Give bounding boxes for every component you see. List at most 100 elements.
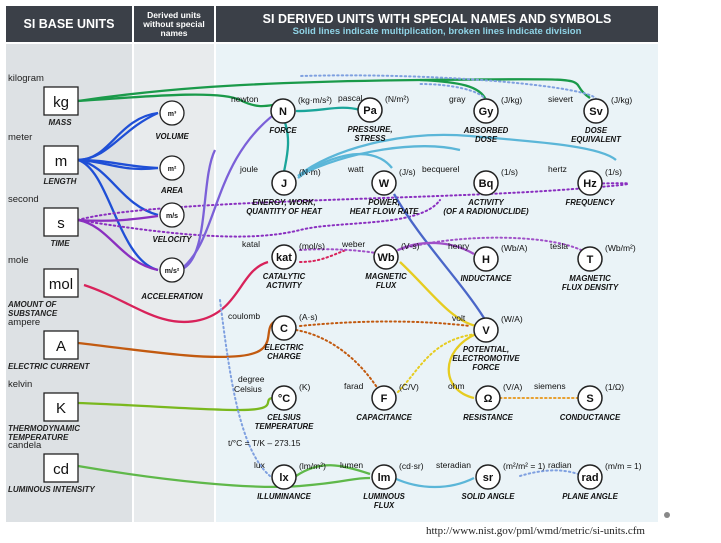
special-unit-quantity: FREQUENCY xyxy=(566,198,616,207)
special-unit-name: hertz xyxy=(548,164,567,174)
special-unit-expression: (1/s) xyxy=(605,167,622,177)
special-unit-symbol: N xyxy=(279,106,287,118)
line-mass-to-newton xyxy=(77,93,281,108)
line-volt-to-farad xyxy=(395,333,477,395)
special-unit-name: henry xyxy=(448,241,470,251)
special-unit-name: steradian xyxy=(436,460,471,470)
line-candela-to-lumen xyxy=(77,464,371,489)
special-unit-expression: (1/s) xyxy=(501,167,518,177)
base-unit-box xyxy=(43,145,79,175)
special-unit-expression: (V/A) xyxy=(503,382,523,392)
line-acceleration-curve xyxy=(179,149,217,272)
special-unit-quantity: POWER, xyxy=(368,198,400,207)
special-unit-quantity: CATALYTIC xyxy=(263,272,306,281)
derived-unit-symbol: m³ xyxy=(168,111,177,118)
special-unit-quantity: FLUX DENSITY xyxy=(562,283,619,292)
special-unit-quantity: CONDUCTANCE xyxy=(560,413,621,422)
special-unit-name: degree xyxy=(238,374,265,384)
special-unit-circle xyxy=(271,464,297,490)
base-unit-quantity: LUMINOUS INTENSITY xyxy=(8,485,95,494)
special-unit-expression: (1/Ω) xyxy=(605,382,624,392)
special-unit-quantity: ABSORBED xyxy=(463,126,509,135)
special-unit-expression: (m²/m² = 1) xyxy=(503,461,545,471)
slide-bullet xyxy=(664,512,670,518)
special-unit-name: weber xyxy=(341,239,365,249)
special-unit-expression: (J/kg) xyxy=(501,95,522,105)
special-unit-quantity: QUANTITY OF HEAT xyxy=(246,207,323,216)
header-derived-line-1: Derived units xyxy=(147,9,201,20)
base-unit-symbol: cd xyxy=(53,461,69,478)
special-unit-expression: (N/m²) xyxy=(385,94,409,104)
base-unit-box xyxy=(43,268,79,298)
special-unit-quantity: ELECTRIC xyxy=(265,343,304,352)
special-unit-symbol: Sv xyxy=(589,106,603,118)
line-weber-to-tesla xyxy=(397,236,589,255)
special-unit-quantity: DOSE xyxy=(475,135,498,144)
special-unit-symbol: lx xyxy=(279,472,289,484)
line-length-to-volume-2 xyxy=(77,111,159,162)
special-unit-expression: (V·s) xyxy=(401,241,420,251)
line-mass-to-sievert xyxy=(77,78,591,103)
special-unit-name: gray xyxy=(449,94,466,104)
special-unit-symbol: °C xyxy=(278,393,290,405)
special-unit-quantity: ACTIVITY xyxy=(467,198,504,207)
base-unit-name: ampere xyxy=(8,317,40,328)
header-base-units: SI BASE UNITS xyxy=(6,6,132,42)
line-volt-to-ohm xyxy=(447,332,477,400)
base-unit-symbol: m xyxy=(55,153,68,170)
special-unit-expression: (m/m = 1) xyxy=(605,461,642,471)
special-unit-name: siemens xyxy=(534,381,566,391)
base-unit-quantity: LENGTH xyxy=(44,177,77,186)
special-unit-circle xyxy=(577,246,603,272)
special-unit-quantity: SOLID ANGLE xyxy=(462,492,516,501)
base-unit-symbol: K xyxy=(56,400,66,417)
special-unit-symbol: kat xyxy=(276,252,292,264)
special-unit-quantity: MAGNETIC xyxy=(569,274,611,283)
special-unit-name: sievert xyxy=(548,94,574,104)
derived-unit-quantity: VOLUME xyxy=(155,132,189,141)
special-unit-symbol: rad xyxy=(581,472,598,484)
special-unit-symbol: J xyxy=(281,178,287,190)
special-unit-symbol: Pa xyxy=(363,105,377,117)
special-unit-name: pascal xyxy=(338,93,363,103)
special-unit-circle xyxy=(577,464,603,490)
special-unit-name: lux xyxy=(254,460,266,470)
derived-unit-circle xyxy=(159,257,185,283)
special-unit-quantity: HEAT FLOW RATE xyxy=(350,207,419,216)
special-unit-circle xyxy=(271,244,297,270)
derived-unit-symbol: m/s² xyxy=(165,268,180,275)
special-unit-circle xyxy=(473,317,499,343)
header-derived-units: Derived units without special names xyxy=(134,6,214,42)
line-weber-to-henry xyxy=(397,241,475,255)
base-unit-quantity: AMOUNT OF xyxy=(7,300,58,309)
column-divider xyxy=(214,6,216,522)
special-unit-name: katal xyxy=(242,239,260,249)
base-unit-name: kilogram xyxy=(8,73,44,84)
special-unit-name: coulomb xyxy=(228,311,260,321)
base-unit-box xyxy=(43,392,79,422)
special-unit-name: becquerel xyxy=(422,164,459,174)
base-unit-name: meter xyxy=(8,132,32,143)
line-mole-to-katal xyxy=(83,260,269,324)
special-unit-expression: (N·m) xyxy=(299,167,321,177)
special-unit-expression: (J/s) xyxy=(399,167,416,177)
line-katal-to-weber xyxy=(299,248,383,255)
line-dotted-sv xyxy=(299,74,598,101)
special-unit-quantity: (OF A RADIONUCLIDE) xyxy=(443,207,529,216)
column-divider xyxy=(132,6,134,522)
special-unit-expression: (Wb/m²) xyxy=(605,243,636,253)
line-area-to-lux xyxy=(219,299,271,477)
special-unit-quantity: CAPACITANCE xyxy=(356,413,412,422)
line-ampere-to-volt xyxy=(299,320,471,327)
base-unit-quantity: ELECTRIC CURRENT xyxy=(8,362,90,371)
special-unit-circle xyxy=(357,97,383,123)
special-unit-symbol: Wb xyxy=(377,252,394,264)
special-unit-circle xyxy=(473,170,499,196)
special-unit-quantity: STRESS xyxy=(354,134,386,143)
source-url[interactable]: http://www.nist.gov/pml/wmd/metric/si-un… xyxy=(426,525,645,537)
derived-unit-circle xyxy=(159,100,185,126)
special-unit-expression: (kg·m/s²) xyxy=(298,95,332,105)
line-coulomb-to-farad xyxy=(295,329,381,393)
special-unit-quantity: PRESSURE, xyxy=(347,125,392,134)
line-kelvin-to-celsius xyxy=(77,396,273,412)
